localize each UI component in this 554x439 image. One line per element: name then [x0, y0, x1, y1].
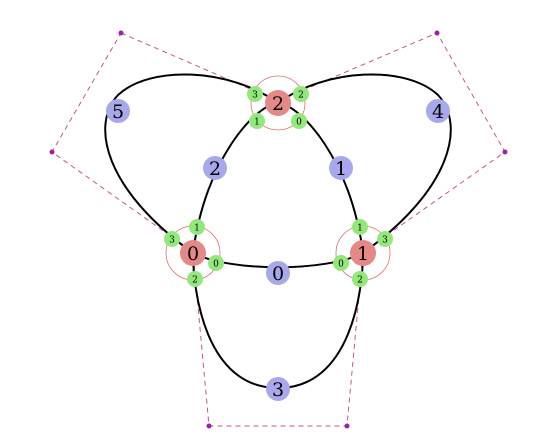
arc-node-3: 3 — [266, 377, 290, 401]
arc-label: 4 — [432, 101, 444, 123]
control-polygon — [51, 32, 506, 427]
crossing-ring — [250, 75, 306, 131]
control-point — [118, 30, 124, 36]
crossing-node-1: 0 1 2 3 1 — [333, 219, 393, 287]
port-node — [352, 219, 368, 235]
crossing-node — [350, 240, 376, 266]
port-label: 0 — [213, 260, 219, 270]
port-node — [247, 86, 263, 102]
arc-node — [329, 156, 353, 180]
arc-node-2: 2 — [203, 156, 227, 180]
curve-right-loop — [277, 73, 452, 254]
port-node — [377, 231, 393, 247]
control-point — [344, 423, 350, 429]
port-label: 3 — [252, 91, 258, 101]
port-label: 2 — [298, 91, 304, 101]
arc-label: 2 — [209, 158, 221, 180]
arc-node — [106, 99, 130, 123]
arc-node — [426, 99, 450, 123]
port-node — [164, 231, 180, 247]
port-label: 0 — [296, 118, 302, 128]
port-node — [187, 271, 203, 287]
port-label: 1 — [254, 118, 260, 128]
port-label: 1 — [194, 224, 200, 234]
arc-node — [203, 156, 227, 180]
crossing-node-2: 0 1 2 3 2 — [247, 75, 309, 131]
arc-node-5: 5 — [106, 99, 130, 123]
arc-node-1: 1 — [329, 156, 353, 180]
control-point — [502, 149, 508, 155]
control-point — [434, 30, 440, 36]
port-node — [291, 113, 307, 129]
arc-label: 3 — [272, 379, 284, 401]
crossing-node — [180, 240, 206, 266]
arc-label: 5 — [112, 101, 124, 123]
curve-left-loop — [104, 73, 279, 254]
arc-nodes: 0 1 2 3 4 5 — [106, 99, 450, 401]
port-label: 3 — [382, 236, 388, 246]
arc-node — [266, 377, 290, 401]
control-point — [49, 149, 55, 155]
control-point — [206, 423, 212, 429]
arc-node-4: 4 — [426, 99, 450, 123]
port-label: 2 — [357, 276, 363, 286]
crossing-label: 0 — [187, 243, 199, 265]
crossing-node — [265, 90, 291, 116]
port-label: 1 — [357, 224, 363, 234]
port-label: 3 — [169, 236, 175, 246]
knot-curve — [104, 73, 452, 390]
arc-node — [266, 261, 290, 285]
crossing-node-0: 0 1 2 3 0 — [164, 219, 224, 287]
port-node — [208, 255, 224, 271]
arc-node-0: 0 — [266, 261, 290, 285]
arc-label: 1 — [335, 158, 347, 180]
port-label: 0 — [338, 260, 344, 270]
crossing-label: 1 — [357, 243, 369, 265]
port-node — [249, 113, 265, 129]
crossing-label: 2 — [272, 93, 284, 115]
arc-label: 0 — [272, 263, 284, 285]
port-node — [189, 219, 205, 235]
port-node — [352, 271, 368, 287]
port-node — [333, 255, 349, 271]
port-label: 2 — [192, 276, 198, 286]
port-node — [293, 86, 309, 102]
